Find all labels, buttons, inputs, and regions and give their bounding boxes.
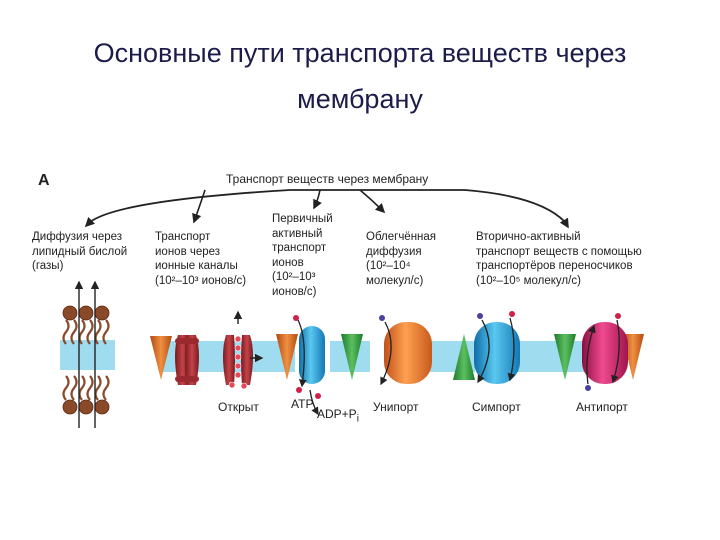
antiport-carrier-icon xyxy=(582,313,628,391)
cone-orange-2 xyxy=(276,334,298,380)
caption-uniport: Унипорт xyxy=(373,400,419,414)
category-label-lipid-diffusion: Диффузия через липидный бислой (газы) xyxy=(32,231,128,272)
hierarchy-arcs xyxy=(84,189,569,229)
caption-atp: ATP xyxy=(291,397,314,411)
panel-letter: А xyxy=(38,172,50,189)
cone-green-1 xyxy=(341,334,363,380)
category-label-secondary-active: Вторично-активный транспорт веществ с по… xyxy=(476,231,642,287)
lipid-bilayer-icon xyxy=(62,280,110,428)
category-label-primary-active: Первичный активный транспорт ионов (10²–… xyxy=(272,213,333,298)
ion-channel-closed-icon xyxy=(175,335,199,385)
caption-adp: ADP+Pi xyxy=(317,407,359,425)
category-label-facilitated-diffusion: Облегчённая диффузия (10²–10⁴ молекул/с) xyxy=(366,231,437,287)
slide-title-line-1: Основные пути транспорта веществ через xyxy=(93,38,627,68)
caption-open: Открыт xyxy=(218,400,259,414)
caption-symport: Симпорт xyxy=(472,400,521,414)
atp-pump-icon xyxy=(293,315,325,416)
symport-carrier-icon xyxy=(474,311,520,384)
cone-orange-1 xyxy=(150,336,172,380)
category-label-ion-channels: Транспорт ионов через ионные каналы (10²… xyxy=(155,231,247,287)
ion-channel-open-icon xyxy=(223,310,264,390)
root-label: Транспорт веществ через мембрану xyxy=(226,172,429,186)
cone-green-3 xyxy=(554,334,576,380)
caption-antiport: Антипорт xyxy=(576,400,628,414)
cone-green-2 xyxy=(453,334,475,380)
slide-title-line-2: мембрану xyxy=(297,84,423,114)
caption-adp-subscript: i xyxy=(356,413,359,425)
uniport-carrier-icon xyxy=(379,315,432,386)
